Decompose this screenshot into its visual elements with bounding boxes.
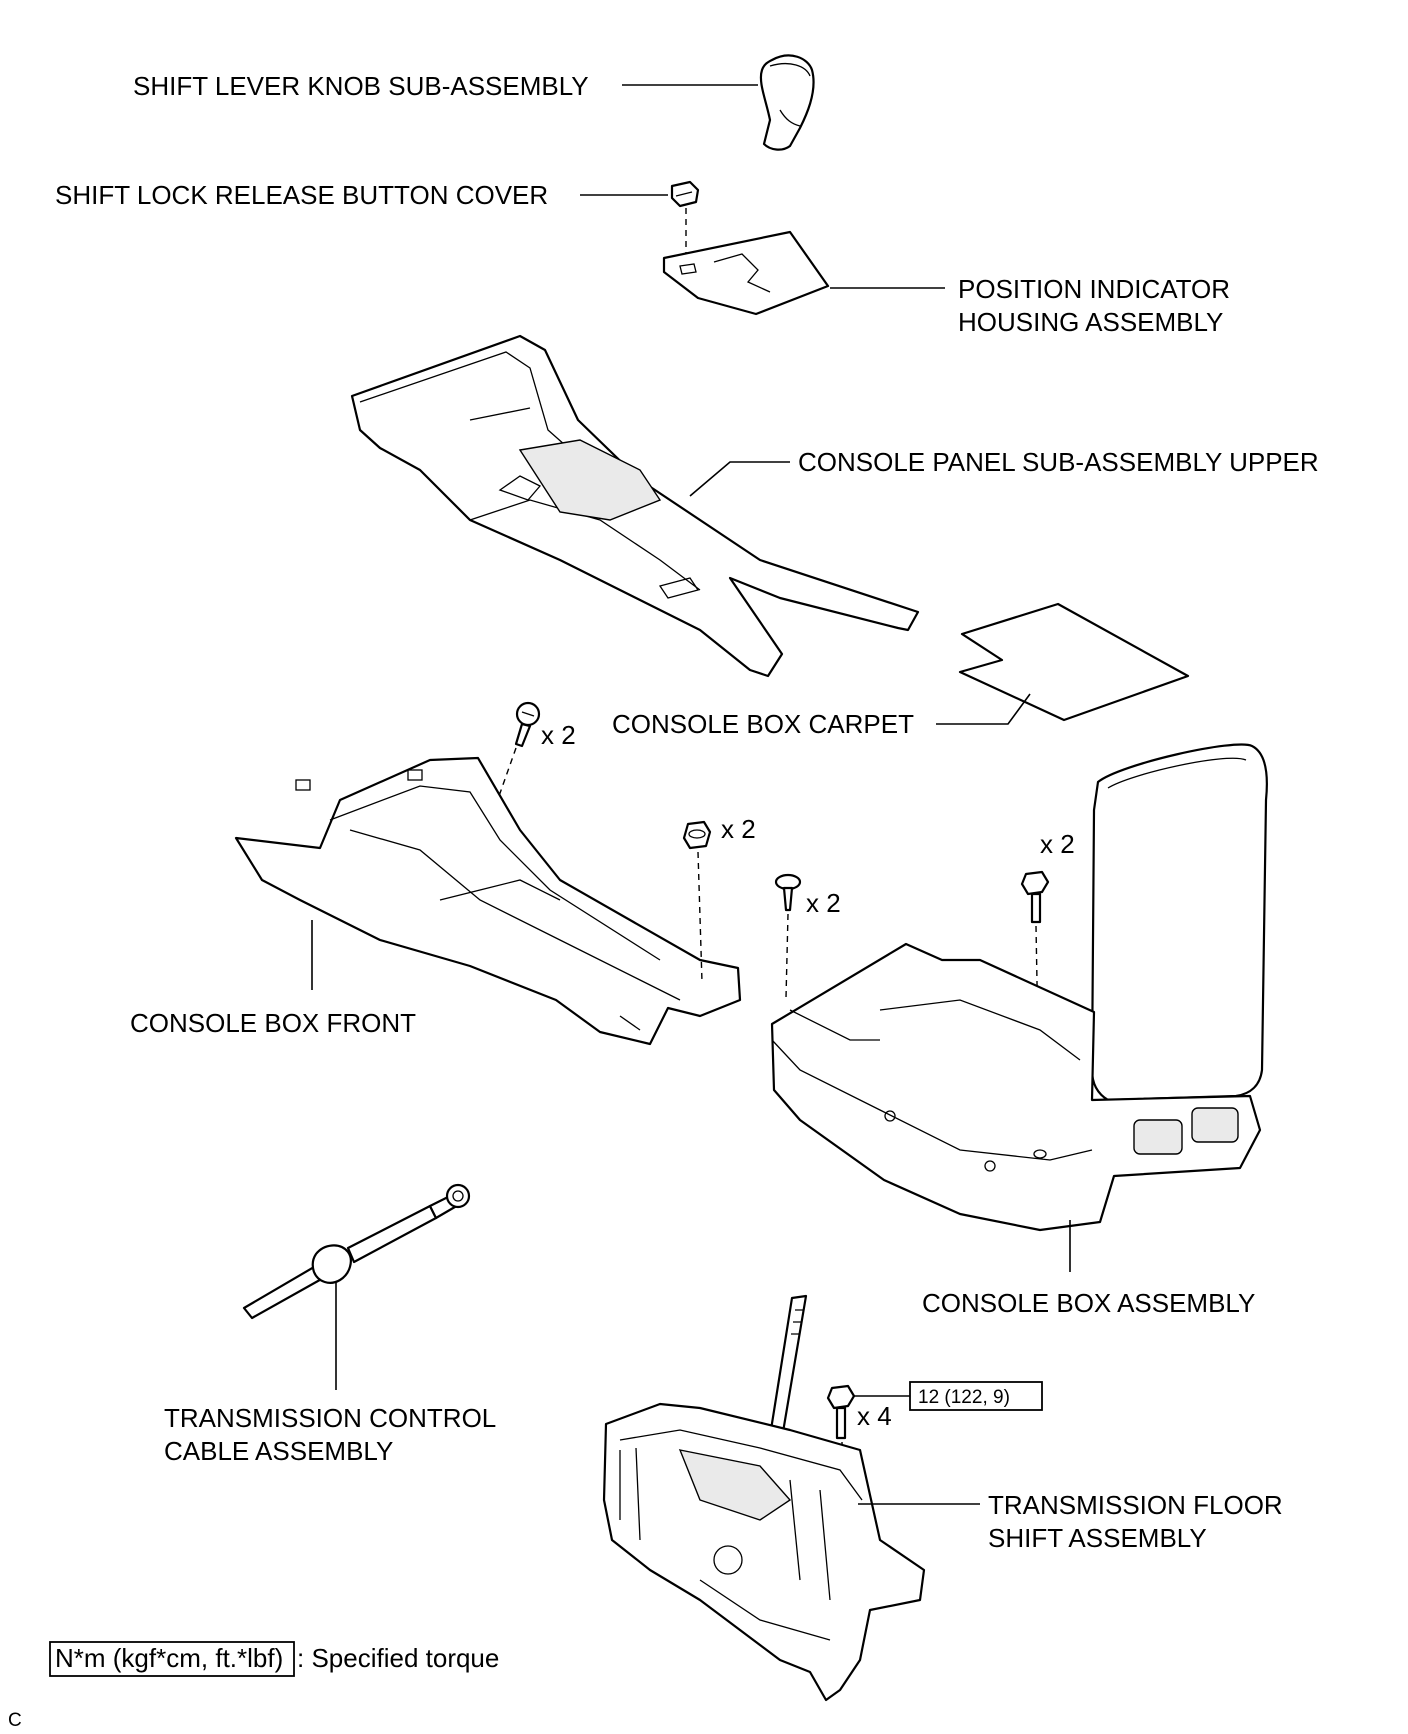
transmission-cable-illustration <box>242 1183 471 1320</box>
label-position-indicator-1: POSITION INDICATOR <box>958 274 1230 304</box>
label-console-panel-upper: CONSOLE PANEL SUB-ASSEMBLY UPPER <box>798 447 1319 477</box>
screw-box-icon <box>774 873 802 912</box>
qty-bolt-box: x 2 <box>1040 829 1075 859</box>
label-console-box-carpet: CONSOLE BOX CARPET <box>612 709 914 739</box>
console-box-front-illustration <box>234 756 742 1046</box>
legend-torque-box <box>49 1641 295 1677</box>
qty-screw-box: x 2 <box>806 888 841 918</box>
label-position-indicator-2: HOUSING ASSEMBLY <box>958 307 1223 337</box>
qty-bolt-shift: x 4 <box>857 1401 892 1431</box>
legend-text: : Specified torque <box>297 1643 499 1673</box>
qty-screw-front: x 2 <box>541 720 576 750</box>
qty-nut-front: x 2 <box>721 814 756 844</box>
torque-value: 12 (122, 9) <box>918 1387 1010 1408</box>
legend-unit: N*m (kgf*cm, ft.*lbf) <box>55 1643 283 1673</box>
console-box-assembly-illustration <box>770 743 1269 1232</box>
console-panel-upper-illustration <box>350 334 920 678</box>
label-trans-floor-1: TRANSMISSION FLOOR <box>988 1490 1283 1520</box>
label-shift-lock-cover: SHIFT LOCK RELEASE BUTTON COVER <box>55 180 548 210</box>
label-shift-lever-knob: SHIFT LEVER KNOB SUB-ASSEMBLY <box>133 71 589 101</box>
bolt-box-icon <box>1020 870 1050 924</box>
shift-lock-cover-illustration <box>670 180 700 208</box>
position-indicator-illustration <box>662 230 830 316</box>
label-console-box-assembly: CONSOLE BOX ASSEMBLY <box>922 1288 1255 1318</box>
torque-box <box>909 1381 1043 1411</box>
label-console-box-front: CONSOLE BOX FRONT <box>130 1008 416 1038</box>
bolt-shift-icon <box>826 1384 856 1440</box>
console-box-carpet-illustration <box>958 602 1190 722</box>
nut-front-icon <box>682 820 712 850</box>
label-trans-cable-2: CABLE ASSEMBLY <box>164 1436 393 1466</box>
corner-code: C <box>8 1710 22 1731</box>
label-trans-cable-1: TRANSMISSION CONTROL <box>164 1403 496 1433</box>
shift-lever-knob-illustration <box>759 54 815 151</box>
screw-front-icon <box>514 701 541 748</box>
transmission-floor-shift-illustration <box>602 1294 926 1702</box>
label-trans-floor-2: SHIFT ASSEMBLY <box>988 1523 1207 1553</box>
